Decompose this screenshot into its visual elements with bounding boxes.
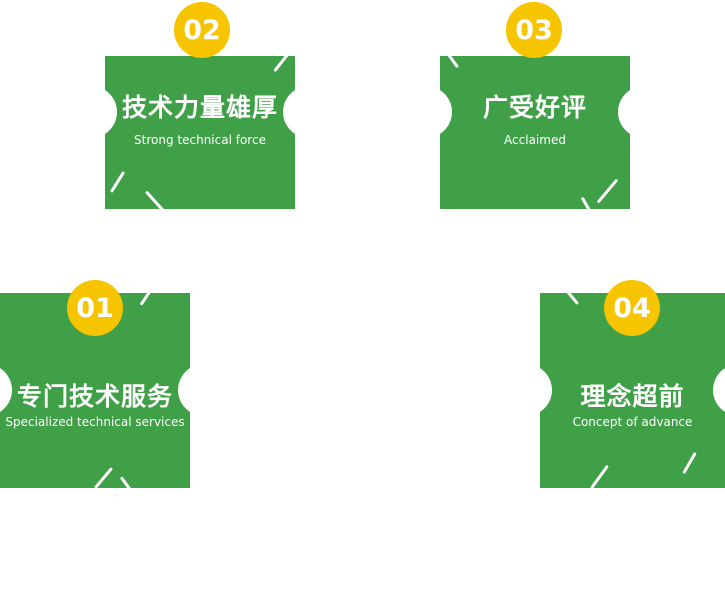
card-03-subtitle: Acclaimed [504, 133, 566, 147]
edge-notch-left [65, 86, 117, 138]
card-03-title: 广受好评 [482, 93, 587, 122]
badge-03: 03 [506, 2, 562, 58]
edge-notch-left [400, 86, 452, 138]
badge-01-number: 01 [76, 292, 114, 324]
feature-card-specialized-services: 01 专门技术服务 Specialized technical services [0, 280, 230, 496]
card-02-subtitle: Strong technical force [134, 133, 266, 147]
edge-notch-right [283, 86, 335, 138]
card-04-title: 理念超前 [580, 382, 685, 411]
edge-notch-right [713, 364, 725, 416]
card-03-body [440, 56, 630, 209]
badge-01: 01 [67, 280, 123, 336]
badge-03-number: 03 [515, 14, 553, 46]
edge-notch-left [500, 364, 552, 416]
feature-card-acclaimed: 03 广受好评 Acclaimed [400, 2, 670, 218]
card-01-title: 专门技术服务 [16, 382, 173, 411]
card-02-title: 技术力量雄厚 [121, 93, 278, 122]
card-02-body [105, 56, 295, 209]
card-04-subtitle: Concept of advance [572, 415, 693, 429]
edge-notch-right [618, 86, 670, 138]
edge-notch-right [178, 364, 230, 416]
card-01-subtitle: Specialized technical services [5, 415, 185, 429]
badge-02-number: 02 [183, 14, 221, 46]
feature-card-technical-force: 02 技术力量雄厚 Strong technical force [65, 2, 335, 214]
badge-02: 02 [174, 2, 230, 58]
badge-04-number: 04 [613, 292, 651, 324]
badge-04: 04 [604, 280, 660, 336]
feature-card-advanced-concept: 04 理念超前 Concept of advance [500, 280, 725, 490]
